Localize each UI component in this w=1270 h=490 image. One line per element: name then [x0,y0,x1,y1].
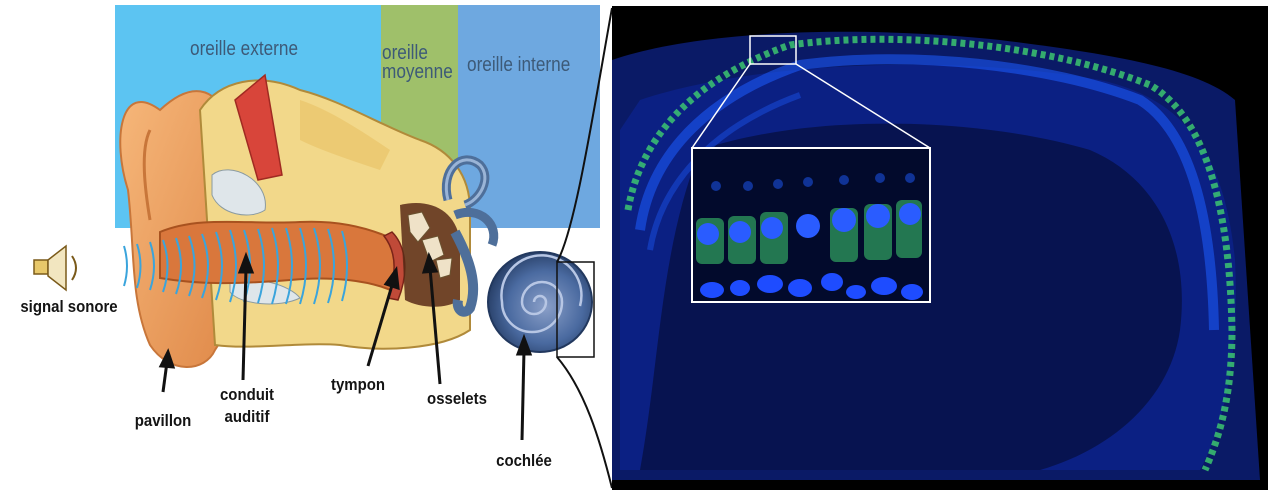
micrograph-inset [692,148,930,302]
speaker-icon [34,246,76,290]
signal-sonore-label: signal sonore [12,296,126,318]
cochlee-label: cochlée [489,450,559,472]
cochlea-shape [488,252,592,352]
cochlea-arrow [522,350,524,440]
pavillon-label: pavillon [123,410,202,432]
osselets-label: osselets [417,388,496,410]
cochlea-micrograph [612,6,1268,490]
conduit-auditif-line1: conduit [212,384,282,406]
conduit-auditif-line2: auditif [212,406,282,428]
tympon-label: tympon [323,374,393,396]
conduit-auditif-label: conduit auditif [212,384,282,428]
